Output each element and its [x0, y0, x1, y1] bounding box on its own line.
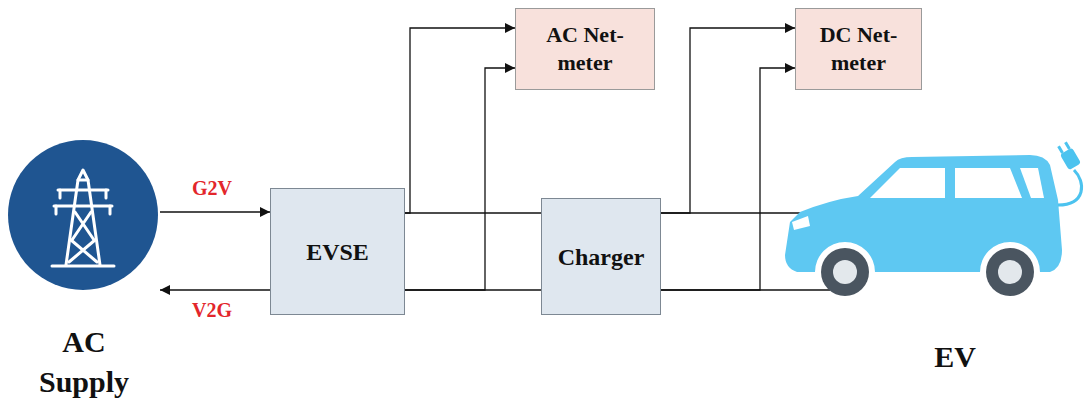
car-headlight — [792, 216, 810, 230]
connector — [160, 211, 270, 212]
car-hub — [998, 260, 1022, 284]
connector — [405, 212, 541, 213]
car-window — [1020, 168, 1044, 198]
flow-label: V2G — [190, 298, 234, 322]
car-illustration — [785, 141, 1082, 296]
car-hub — [833, 260, 857, 284]
car-window — [955, 168, 1022, 198]
pylon-symbol — [52, 170, 114, 266]
vehicle: EV — [830, 150, 1080, 375]
node-label: DC Net-meter — [804, 21, 914, 77]
connector — [160, 289, 270, 290]
meter-box: DC Net-meter — [795, 8, 922, 90]
car-wheel — [986, 248, 1034, 296]
node-label: EV — [934, 339, 976, 375]
charging-plug — [1056, 141, 1081, 171]
meter-box: AC Net-meter — [515, 8, 655, 90]
node-label: Charger — [558, 243, 645, 271]
car-wheel — [821, 248, 869, 296]
process-box: Charger — [541, 198, 661, 315]
power-source: AC Supply — [8, 140, 160, 402]
connector — [661, 68, 795, 290]
car-window — [870, 168, 945, 198]
node-label: EVSE — [306, 238, 369, 266]
connector — [661, 28, 795, 213]
node-label: AC Supply — [34, 322, 134, 402]
grid-icon — [8, 140, 158, 290]
connector — [405, 28, 515, 213]
process-box: EVSE — [270, 188, 405, 315]
supply-circle — [8, 140, 158, 290]
connector — [405, 68, 515, 290]
flow-label: G2V — [190, 176, 234, 200]
charging-cable — [1058, 170, 1082, 205]
node-label: AC Net-meter — [530, 21, 640, 77]
